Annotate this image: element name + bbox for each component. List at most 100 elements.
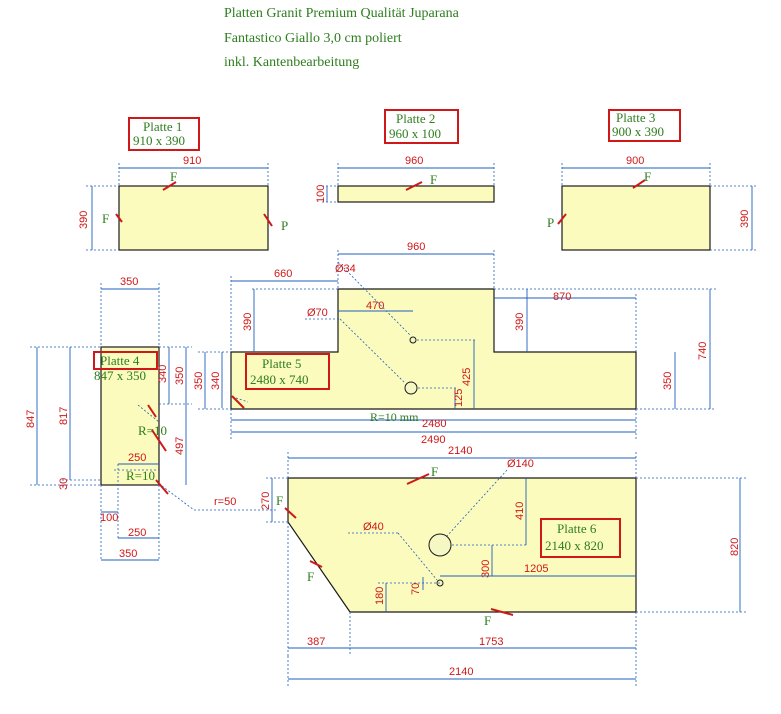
plate-5-hole-34 <box>409 336 417 344</box>
plate-5-title-box <box>245 353 330 390</box>
edge-mark-line <box>406 473 430 485</box>
plate-5-2480-label: 2480 <box>422 418 446 430</box>
plate-5-name: Platte 5 <box>262 356 301 371</box>
plate-5-350a-label: 350 <box>193 372 205 390</box>
plate-4-350-label: 350 <box>174 367 186 385</box>
plate-5-2490-label: 2490 <box>421 434 445 446</box>
plate-3-size: 900 x 390 <box>612 124 664 139</box>
plate-4-350b-label: 350 <box>119 548 137 560</box>
plate-5-125-label: 125 <box>453 389 465 407</box>
plate-5-slab <box>230 288 637 410</box>
plate-5-hole-70-label: Ø70 <box>307 307 328 319</box>
edge-mark-line <box>309 560 323 568</box>
plate-1-name: Platte 1 <box>143 119 182 134</box>
edge-mark-line <box>284 507 297 519</box>
edge-mark-line <box>405 181 423 191</box>
edge-polish-label: P <box>281 218 288 233</box>
plate-6-1205-label: 1205 <box>524 563 548 575</box>
plate-5-470-label: 470 <box>366 300 384 312</box>
plate-6-387-label: 387 <box>307 636 325 648</box>
plate-3-height-label: 390 <box>739 210 751 228</box>
header-line-2: Fantastico Giallo 3,0 cm poliert <box>224 31 402 46</box>
plate-4-340-label: 340 <box>157 365 169 383</box>
edge-mark-line <box>263 213 273 227</box>
plate-5-hole-70 <box>404 381 418 395</box>
edge-mark-line <box>490 608 514 616</box>
plate-1-width-label: 910 <box>183 155 201 167</box>
plate-2-slab <box>337 185 495 203</box>
plate-5-size: 2480 x 740 <box>250 372 309 387</box>
edge-mark-line <box>557 213 567 225</box>
plate-1-title-box <box>128 117 200 151</box>
edge-finish-label: F <box>431 464 438 479</box>
plate-5-350b-label: 350 <box>662 372 674 390</box>
header-line-1: Platten Granit Premium Qualität Juparana <box>224 6 459 21</box>
edge-mark-line <box>115 213 123 223</box>
edge-finish-label: F <box>102 211 109 226</box>
plate-3-width-label: 900 <box>626 155 644 167</box>
plate-4-name: Platte 4 <box>100 353 140 368</box>
plate-4-radius-a: R=10 <box>138 423 167 438</box>
plate-2-size: 960 x 100 <box>389 126 441 141</box>
plate-6-410-label: 410 <box>514 502 526 520</box>
plate-6-180-label: 180 <box>374 587 386 605</box>
plate-2-name: Platte 2 <box>396 111 435 126</box>
plate-3-title-box <box>608 109 681 142</box>
plate-4-100-label: 100 <box>100 512 118 524</box>
edge-finish-label: F <box>307 569 314 584</box>
plate-4-width-label: 350 <box>120 276 138 288</box>
plate-1-size: 910 x 390 <box>133 133 185 148</box>
edge-finish-label: F <box>430 172 437 187</box>
plate-6-hole-140-label: Ø140 <box>507 458 534 470</box>
plate-6-270-label: 270 <box>260 492 272 510</box>
plate-6-300-label: 300 <box>480 560 492 578</box>
edge-mark-line <box>231 395 245 409</box>
plate-5-390a-label: 390 <box>242 313 254 331</box>
plate-6-hole-140 <box>428 533 452 557</box>
plate-6-820-label: 820 <box>729 538 741 556</box>
plate-1-slab <box>118 185 269 251</box>
plate-4-radius-b: R=10 <box>126 468 155 483</box>
plate-4-817-label: 817 <box>58 407 70 425</box>
plate-2-height-label: 100 <box>315 185 327 203</box>
plate-6-top-2140-label: 2140 <box>448 445 472 457</box>
plate-6-hole-40-label: Ø40 <box>363 521 384 533</box>
plate-5-870-label: 870 <box>553 291 571 303</box>
plate-2-group: 960 100 Platte 2 960 x 100 F <box>315 109 495 203</box>
plate-2-title-box <box>384 109 459 144</box>
edge-finish-label: F <box>644 169 651 184</box>
header-line-3: inkl. Kantenbearbeitung <box>224 55 360 70</box>
plate-4-corner-radius-label: r=50 <box>214 496 236 508</box>
plate-4-30-label: 30 <box>58 478 70 490</box>
plate-5-340-label: 340 <box>210 372 222 390</box>
plate-5-960-label: 960 <box>407 241 425 253</box>
plate-3-slab <box>561 185 711 251</box>
plate-6-1753-label: 1753 <box>479 636 503 648</box>
plate-5-390b-label: 390 <box>514 313 526 331</box>
edge-mark-line <box>632 179 646 189</box>
plate-5-425-label: 425 <box>461 368 473 386</box>
plate-5-660-label: 660 <box>274 268 292 280</box>
plate-5-group: 960 660 870 470 390 390 350 340 740 350 … <box>193 241 716 446</box>
plate-4-847-label: 847 <box>25 410 37 428</box>
plate-5-radius-label: R=10 mm <box>370 410 419 424</box>
plate-6-70-label: 70 <box>410 583 422 595</box>
plate-5-740-label: 740 <box>697 342 709 360</box>
plate-5-hole-34-label: Ø34 <box>335 263 356 275</box>
plate-3-name: Platte 3 <box>616 110 655 125</box>
plate-4-size: 847 x 350 <box>94 368 146 383</box>
edge-mark-line <box>147 404 157 418</box>
plate-6-title-box <box>540 518 621 558</box>
plate-4-title-box <box>93 351 158 370</box>
edge-finish-label: F <box>170 169 177 184</box>
plate-4-bottom-250-label: 250 <box>128 452 146 464</box>
edge-finish-label: F <box>276 493 283 508</box>
edge-finish-label: F <box>484 613 491 628</box>
plate-1-group: 910 390 Platte 1 910 x 390 F F P <box>78 117 288 251</box>
edge-mark-line <box>155 479 169 495</box>
plate-2-width-label: 960 <box>405 155 423 167</box>
plate-4-497-label: 497 <box>174 437 186 455</box>
plate-4-group: 350 847 817 30 340 350 497 250 100 250 3… <box>25 276 278 561</box>
plate-1-height-label: 390 <box>78 211 90 229</box>
